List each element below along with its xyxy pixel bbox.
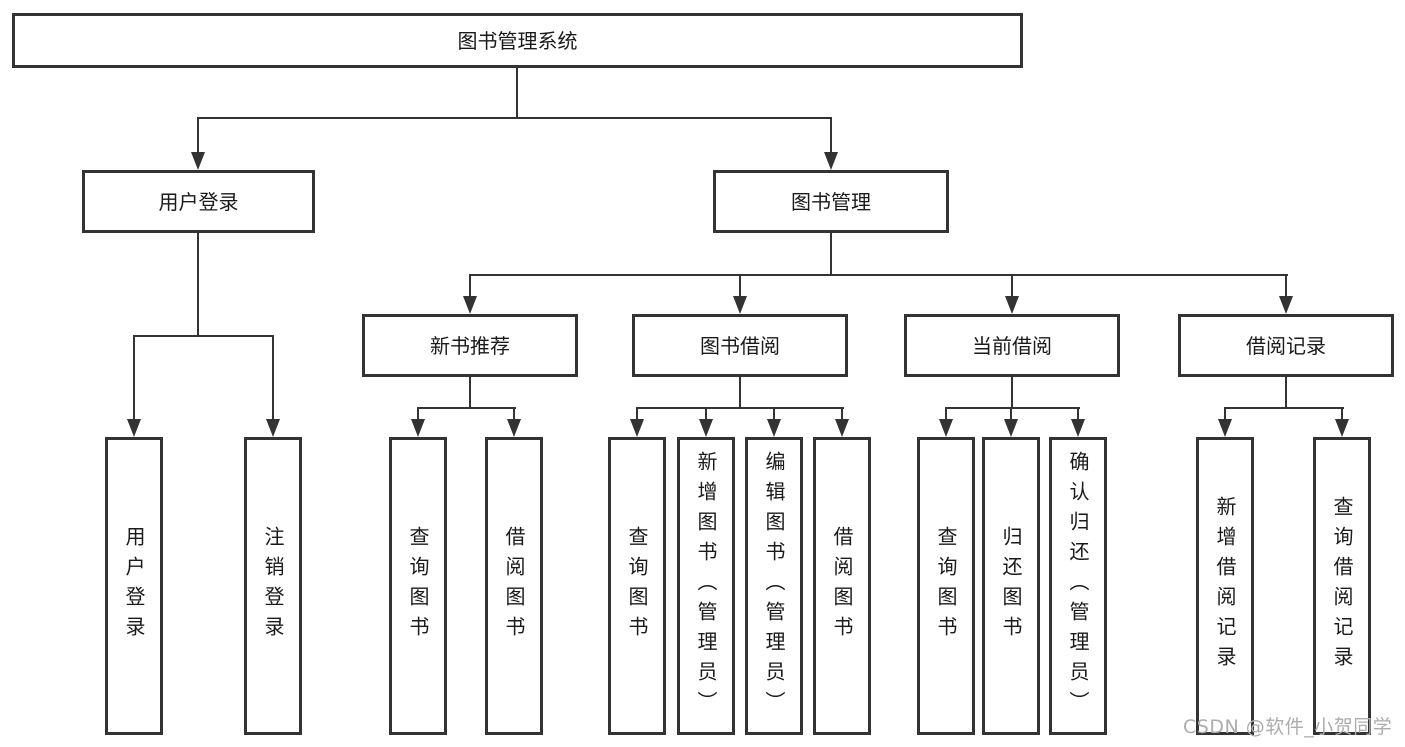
- connector-line: [513, 407, 515, 421]
- connector-line: [516, 68, 518, 117]
- arrow-down-icon: [939, 419, 953, 437]
- connector-line: [1010, 407, 1012, 421]
- connector-line: [469, 274, 1288, 276]
- arrow-down-icon: [1071, 419, 1085, 437]
- connector-line: [1011, 274, 1013, 298]
- connector-line: [1224, 407, 1344, 409]
- leaf-label: 查询图书: [625, 526, 649, 646]
- leaf-label: 编辑图书（管理员）: [762, 451, 786, 721]
- leaf-return-books: 归还图书: [982, 437, 1040, 735]
- connector-line: [417, 407, 419, 421]
- arrow-down-icon: [630, 419, 644, 437]
- arrow-down-icon: [835, 419, 849, 437]
- csdn-watermark: CSDN @软件_小贺同学: [1183, 716, 1393, 738]
- connector-line: [197, 117, 199, 153]
- leaf-label: 确认归还（管理员）: [1066, 451, 1090, 721]
- connector-line: [133, 335, 135, 420]
- connector-line: [773, 407, 775, 421]
- leaf-label: 借阅图书: [830, 526, 854, 646]
- connector-line: [197, 117, 832, 119]
- connector-line: [830, 233, 832, 276]
- node-label: 新书推荐: [430, 333, 510, 358]
- arrow-down-icon: [767, 419, 781, 437]
- connector-line: [636, 407, 638, 421]
- connector-line: [705, 407, 707, 421]
- arrow-down-icon: [1218, 419, 1232, 437]
- leaf-label: 借阅图书: [502, 526, 526, 646]
- connector-line: [739, 377, 741, 408]
- node-book-borrowing: 图书借阅: [632, 314, 848, 377]
- arrow-down-icon: [507, 419, 521, 437]
- leaf-add-books-admin: 新增图书（管理员）: [677, 437, 735, 735]
- arrow-down-icon: [1279, 296, 1293, 314]
- arrow-down-icon: [463, 296, 477, 314]
- arrow-down-icon: [824, 152, 838, 170]
- connector-line: [1224, 407, 1226, 421]
- node-label: 用户登录: [158, 189, 239, 214]
- node-new-book-recommendation: 新书推荐: [362, 314, 578, 377]
- leaf-query-books-borrowing: 查询图书: [608, 437, 666, 735]
- arrow-down-icon: [411, 419, 425, 437]
- connector-line: [133, 335, 274, 337]
- leaf-logout: 注销登录: [244, 437, 302, 735]
- node-label: 当前借阅: [972, 333, 1052, 358]
- connector-line: [1011, 377, 1013, 408]
- leaf-label: 查询借阅记录: [1330, 496, 1354, 676]
- leaf-label: 归还图书: [999, 526, 1023, 646]
- leaf-confirm-return-admin: 确认归还（管理员）: [1049, 437, 1107, 735]
- arrow-down-icon: [699, 419, 713, 437]
- node-user-login: 用户登录: [82, 170, 315, 233]
- connector-line: [945, 407, 1080, 409]
- connector-line: [945, 407, 947, 421]
- connector-line: [1285, 274, 1287, 298]
- connector-line: [1285, 377, 1287, 408]
- connector-line: [417, 407, 516, 409]
- connector-line: [1341, 407, 1343, 421]
- node-label: 图书管理: [791, 189, 871, 214]
- connector-line: [1077, 407, 1079, 421]
- connector-line: [841, 407, 843, 421]
- leaf-label: 用户登录: [122, 526, 146, 646]
- arrow-down-icon: [733, 296, 747, 314]
- node-label: 图书借阅: [700, 333, 780, 358]
- connector-line: [739, 274, 741, 298]
- arrow-down-icon: [266, 419, 280, 437]
- node-library-management-system: 图书管理系统: [12, 13, 1023, 68]
- connector-line: [272, 335, 274, 420]
- leaf-query-books-current: 查询图书: [917, 437, 975, 735]
- node-current-borrowing: 当前借阅: [904, 314, 1120, 377]
- leaf-edit-books-admin: 编辑图书（管理员）: [745, 437, 803, 735]
- arrow-down-icon: [191, 152, 205, 170]
- arrow-down-icon: [1005, 296, 1019, 314]
- leaf-label: 查询图书: [934, 526, 958, 646]
- leaf-query-borrow-record: 查询借阅记录: [1313, 437, 1371, 735]
- arrow-down-icon: [127, 419, 141, 437]
- arrow-down-icon: [1335, 419, 1349, 437]
- leaf-user-login: 用户登录: [105, 437, 163, 735]
- leaf-label: 新增图书（管理员）: [694, 451, 718, 721]
- connector-line: [636, 407, 844, 409]
- connector-line: [830, 117, 832, 153]
- leaf-add-borrow-record: 新增借阅记录: [1196, 437, 1254, 735]
- leaf-borrow-books-recommend: 借阅图书: [485, 437, 543, 735]
- connector-line: [469, 377, 471, 408]
- connector-line: [197, 233, 199, 336]
- node-label: 借阅记录: [1246, 333, 1326, 358]
- arrow-down-icon: [1004, 419, 1018, 437]
- connector-line: [469, 274, 471, 298]
- leaf-borrow-books-borrowing: 借阅图书: [813, 437, 871, 735]
- node-label: 图书管理系统: [457, 28, 578, 53]
- leaf-label: 注销登录: [261, 526, 285, 646]
- leaf-label: 新增借阅记录: [1213, 496, 1237, 676]
- leaf-label: 查询图书: [406, 526, 430, 646]
- node-book-management: 图书管理: [713, 170, 949, 233]
- node-borrowing-records: 借阅记录: [1178, 314, 1394, 377]
- leaf-query-books-recommend: 查询图书: [389, 437, 447, 735]
